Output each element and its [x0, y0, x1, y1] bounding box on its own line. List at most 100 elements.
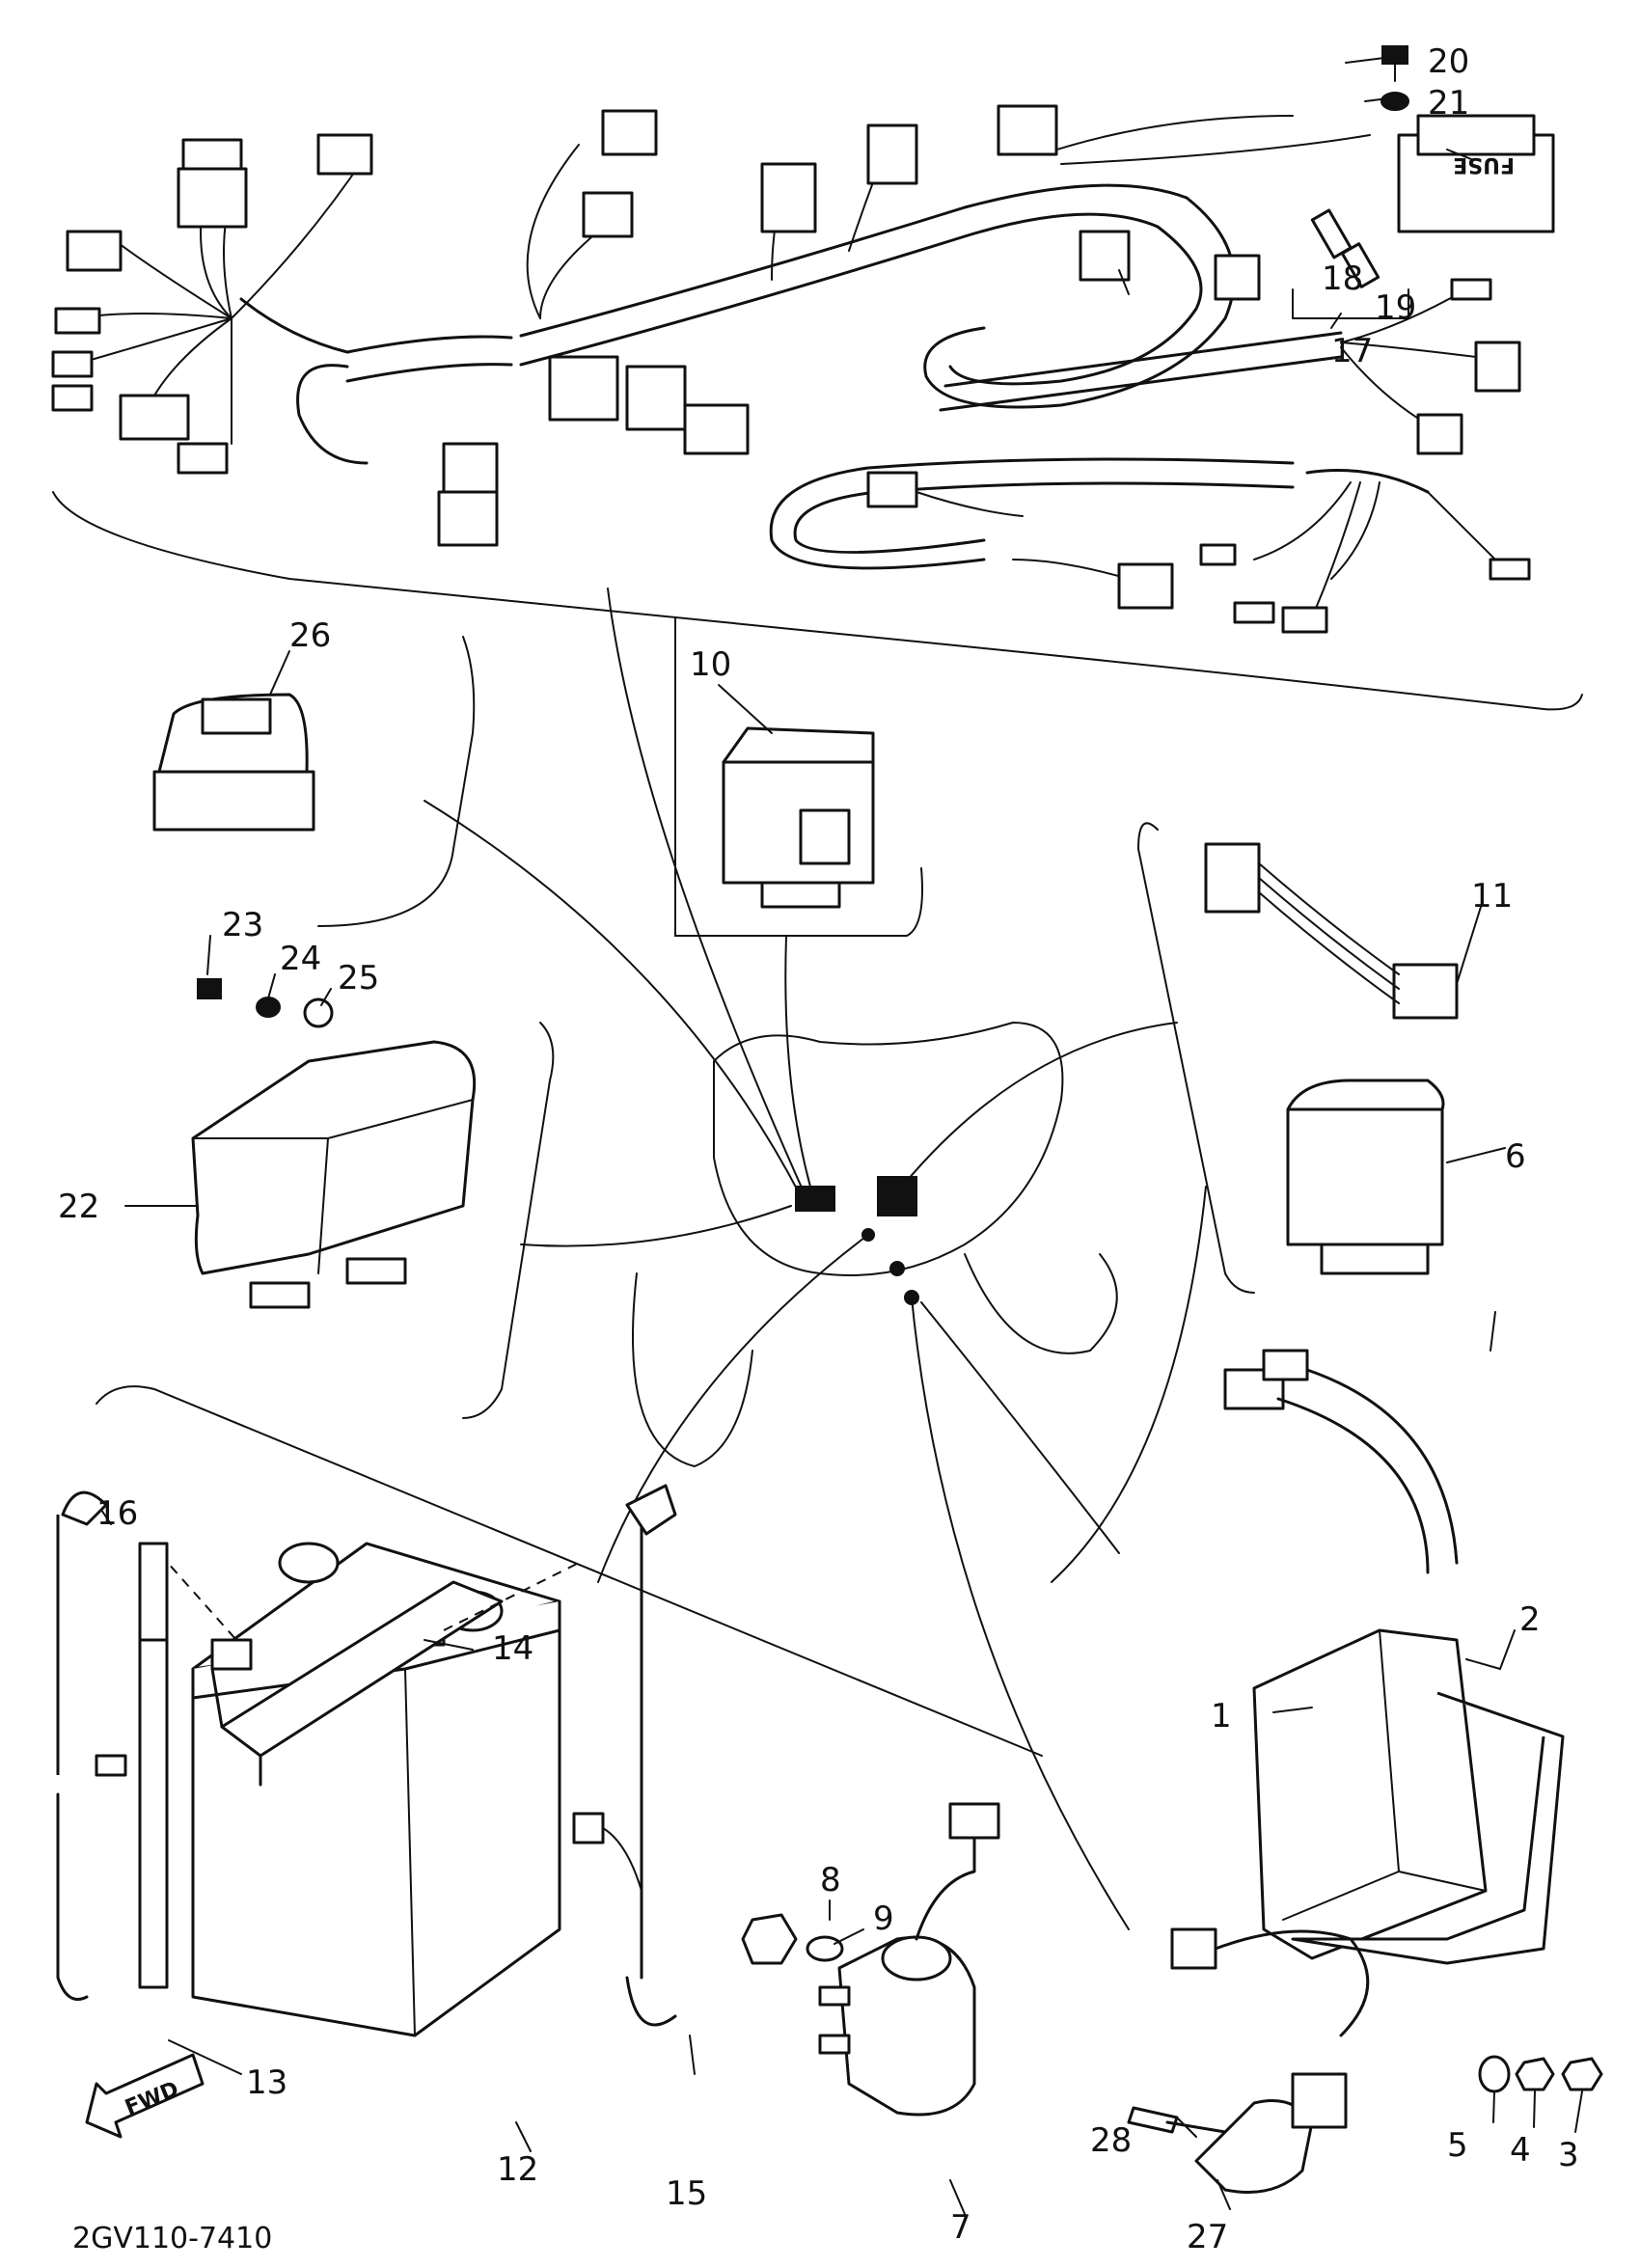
harness-panel-border — [52, 491, 1583, 711]
connector — [601, 109, 658, 156]
connector — [548, 355, 619, 422]
connector — [181, 138, 243, 171]
rectifier-group — [1223, 1349, 1603, 2093]
callout-7: 7 — [950, 2208, 971, 2247]
drawing-code: 2GV110-7410 — [72, 2222, 272, 2255]
callout-4: 4 — [1510, 2131, 1531, 2170]
connector — [51, 384, 94, 412]
flasher-relay-10 — [722, 760, 875, 885]
harness-11-connector-b — [1392, 963, 1459, 1020]
connector — [1233, 601, 1275, 624]
connector — [582, 191, 634, 238]
callout-23: 23 — [222, 906, 263, 944]
connector — [1474, 341, 1521, 393]
callout-18: 18 — [1322, 260, 1363, 298]
panel-boundary — [462, 1022, 555, 1419]
panel-boundary — [317, 636, 476, 927]
connector — [54, 307, 101, 335]
rectifier-regulator-1 — [1252, 1628, 1488, 1960]
connector — [177, 442, 229, 475]
fwd-arrow-icon — [85, 2053, 205, 2139]
connector — [177, 167, 248, 229]
connector — [997, 104, 1058, 156]
wire-harness-group: FUSE — [51, 45, 1583, 711]
center-connector — [795, 1186, 835, 1212]
callout-3: 3 — [1558, 2136, 1579, 2174]
panel-boundary — [1051, 1186, 1207, 1583]
callout-2: 2 — [1519, 1600, 1541, 1639]
connector — [437, 490, 499, 547]
nut-8 — [741, 1913, 798, 1965]
callout-22: 22 — [58, 1188, 99, 1226]
callout-28: 28 — [1090, 2121, 1132, 2160]
battery-band-14 — [220, 1580, 504, 1758]
starter-relay-6 — [1286, 1107, 1444, 1246]
connector — [66, 230, 123, 272]
connector — [866, 123, 918, 185]
callout-16: 16 — [96, 1494, 138, 1533]
washer-24 — [256, 997, 281, 1018]
bolt-3 — [1561, 2057, 1603, 2091]
nut-4 — [1515, 2057, 1555, 2091]
connector — [51, 350, 94, 378]
fuse-19 — [1340, 242, 1380, 288]
connector — [119, 394, 190, 441]
washer-9 — [806, 1935, 844, 1962]
cdi-unit-22 — [191, 1040, 477, 1275]
connector — [1214, 254, 1261, 301]
callout-27: 27 — [1187, 2218, 1228, 2256]
fuse-box-lid — [1416, 114, 1536, 156]
motorcycle-outline — [713, 1021, 1064, 1276]
connector — [683, 403, 750, 455]
callout-5: 5 — [1447, 2126, 1468, 2165]
callout-1: 1 — [1211, 1697, 1232, 1735]
callout-21: 21 — [1428, 84, 1469, 123]
callout-10: 10 — [690, 645, 731, 684]
center-module — [877, 1176, 917, 1216]
middle-section — [152, 587, 1459, 1930]
callout-20: 20 — [1428, 42, 1469, 81]
connector — [1117, 562, 1174, 610]
connector — [1489, 558, 1531, 581]
connector — [1416, 413, 1463, 455]
callout-19: 19 — [1375, 288, 1416, 327]
washer-5 — [1478, 2055, 1511, 2093]
connector — [866, 471, 918, 508]
connector — [1199, 543, 1237, 566]
screw-23 — [197, 978, 222, 999]
connector — [760, 162, 817, 233]
breather-pipe-13 — [138, 1542, 169, 1989]
harness-11-connector-a — [1204, 842, 1261, 914]
nut-25 — [303, 997, 334, 1028]
battery-panel-border — [96, 1385, 1043, 1757]
callout-15: 15 — [666, 2174, 707, 2213]
callout-17: 17 — [1331, 332, 1373, 370]
callout-11: 11 — [1471, 877, 1513, 915]
callout-9: 9 — [873, 1899, 894, 1938]
panel-boundary — [674, 616, 923, 937]
connector — [625, 365, 687, 431]
callout-26: 26 — [289, 616, 331, 655]
connector — [1281, 606, 1328, 634]
main-harness-sleeve — [345, 335, 513, 354]
screw-28 — [1127, 2106, 1179, 2134]
callout-24: 24 — [280, 940, 321, 978]
relay-26 — [152, 770, 315, 832]
callout-12: 12 — [497, 2150, 538, 2189]
connector — [1079, 230, 1131, 282]
connector — [316, 133, 373, 176]
callout-leaders — [100, 57, 1583, 2215]
connector — [1450, 278, 1492, 301]
callouts: 1 2 3 4 5 6 7 8 9 10 11 12 13 14 15 16 1… — [58, 42, 1579, 2256]
callout-8: 8 — [820, 1861, 841, 1899]
bracket-2 — [1291, 1691, 1565, 1965]
switch-group — [1127, 1927, 1370, 2194]
callout-13: 13 — [246, 2063, 287, 2102]
callout-25: 25 — [338, 959, 379, 997]
neutral-switch-27 — [1194, 2099, 1314, 2194]
panel-boundary — [1136, 822, 1255, 1294]
callout-6: 6 — [1505, 1137, 1526, 1176]
callout-14: 14 — [492, 1629, 533, 1668]
starter-relay-group — [741, 1802, 1000, 2117]
